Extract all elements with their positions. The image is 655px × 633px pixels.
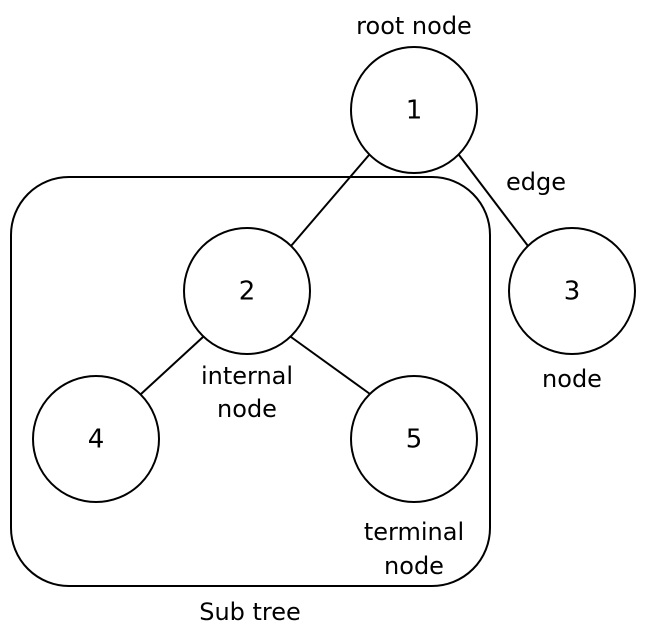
- node-2-label: 2: [239, 277, 256, 307]
- node-3: [508, 227, 636, 355]
- internal-node-annotation-line2: node: [217, 395, 277, 423]
- edge-annotation: edge: [506, 168, 566, 196]
- node-2: [183, 227, 311, 355]
- terminal-node-annotation-line2: node: [384, 552, 444, 580]
- internal-node-annotation-line1: internal: [201, 362, 293, 390]
- node-1-label: 1: [406, 96, 423, 126]
- edge-1-3: [458, 154, 529, 247]
- node-annotation: node: [542, 365, 602, 393]
- edge-1-2: [290, 154, 370, 247]
- subtree-box: [10, 176, 491, 587]
- edge-2-5: [290, 336, 371, 395]
- node-4-label: 4: [88, 425, 105, 455]
- root-node-annotation: root node: [356, 12, 472, 40]
- edge-2-4: [140, 336, 204, 395]
- node-1: [350, 46, 478, 174]
- terminal-node-annotation-line1: terminal: [364, 518, 464, 546]
- node-5: [350, 375, 478, 503]
- node-3-label: 3: [564, 277, 581, 307]
- sub-tree-annotation: Sub tree: [199, 598, 301, 626]
- node-4: [32, 375, 160, 503]
- node-5-label: 5: [406, 425, 423, 455]
